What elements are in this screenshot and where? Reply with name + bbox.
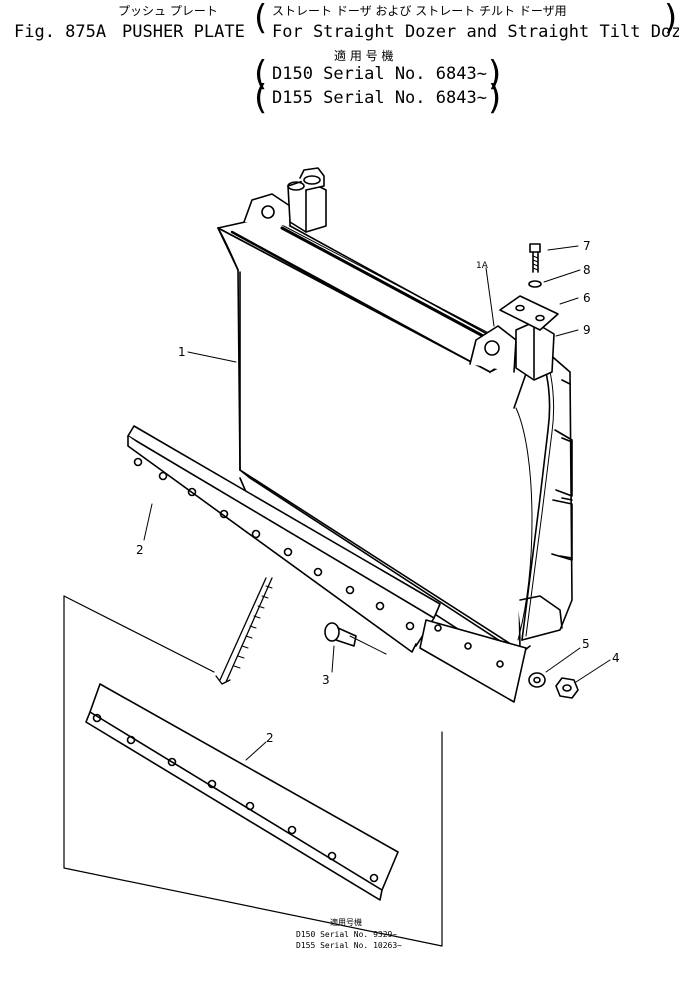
jp-title-left: プッシュ プレート — [118, 4, 218, 18]
right-paren-2: ) — [488, 54, 502, 94]
left-paren-3: ( — [254, 78, 268, 118]
callout-2-lower: 2 — [266, 731, 274, 745]
left-paren-2: ( — [254, 54, 268, 94]
plate-lower-edge-right — [419, 619, 527, 703]
exploded-arrow — [215, 577, 273, 685]
right-paren-1: ) — [664, 0, 678, 38]
note-serial-d150: D150 Serial No. 9329~ — [296, 930, 398, 939]
figure-number: Fig. 875A — [14, 22, 107, 42]
callout-3: 3 — [322, 673, 330, 687]
callout-1: 1 — [178, 345, 186, 359]
callout-8: 8 — [583, 263, 591, 277]
callout-4: 4 — [612, 651, 620, 665]
serial-range-d150: D150 Serial No. 6843~ — [272, 64, 487, 84]
washer-8 — [528, 280, 542, 288]
note-serial-d155: D155 Serial No. 10263~ — [296, 941, 402, 950]
jp-title-right: ストレート ドーザ および ストレート チルト ドーザ用 — [272, 4, 567, 18]
callout-9: 9 — [583, 323, 591, 337]
callout-7: 7 — [583, 239, 591, 253]
pusher-plate-side-frame — [489, 345, 573, 641]
exploded-view-box — [63, 595, 443, 947]
page-title: PUSHER PLATE — [122, 22, 245, 42]
callout-6: 6 — [583, 291, 591, 305]
washer-5 — [528, 672, 546, 688]
right-paren-3: ) — [488, 78, 502, 118]
left-paren-1: ( — [254, 0, 268, 38]
page-subtitle: For Straight Dozer and Straight Tilt Doz… — [272, 22, 679, 42]
leader-lines — [143, 245, 611, 761]
top-right-bracket — [469, 295, 559, 381]
serial-range-d155: D155 Serial No. 6843~ — [272, 88, 487, 108]
callout-1a: 1A — [476, 261, 489, 271]
nut-4 — [555, 677, 579, 699]
cutting-edge-plate-upper — [127, 425, 441, 653]
applicable-models-label: 適 用 号 機 — [334, 49, 394, 63]
callout-5: 5 — [582, 637, 590, 651]
top-left-bracket — [243, 167, 327, 233]
callout-2-upper: 2 — [136, 543, 144, 557]
bolt-3 — [324, 622, 387, 655]
note-applicable-label: 適用号機 — [330, 918, 362, 927]
cutting-edge-plate-lower — [85, 683, 399, 901]
bolt-7 — [529, 243, 541, 273]
